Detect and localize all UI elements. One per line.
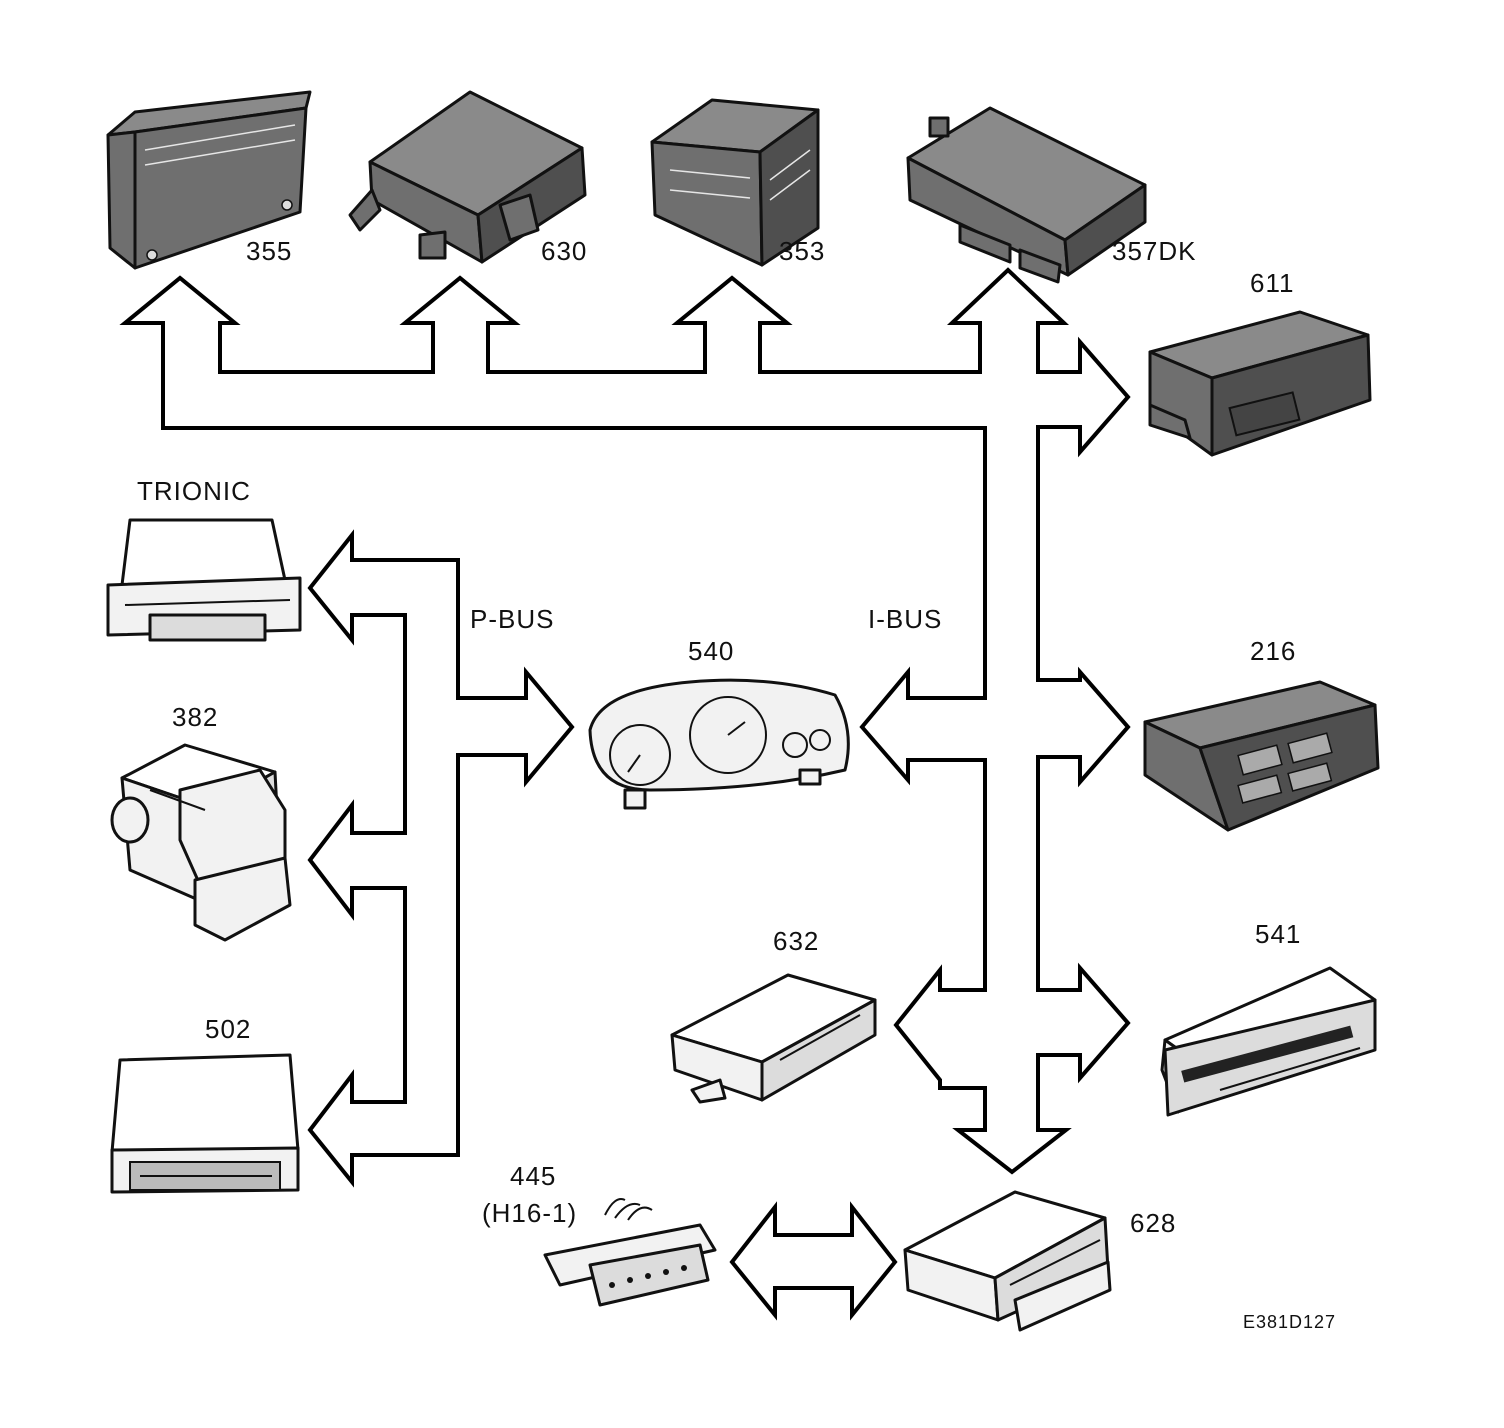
module-628-unit [903,1190,1112,1332]
label-382: 382 [172,702,218,732]
label-i-bus: I-BUS [868,604,942,634]
label-355: 355 [246,236,292,266]
p-bus-branch [307,529,575,1188]
module-355-unit [106,90,312,270]
module-trionic-unit [106,518,302,642]
module-630-unit [348,90,587,264]
diagnostic-link-arrow [729,1201,898,1321]
module-353-unit [650,98,820,267]
label-632: 632 [773,926,819,956]
figure-code: E381D127 [1243,1312,1336,1332]
module-540-instrument-cluster [588,678,850,810]
label-353: 353 [779,236,825,266]
module-541-unit [1160,966,1377,1117]
label-357dk: 357DK [1112,236,1197,266]
module-216-unit [1143,680,1380,832]
label-630: 630 [541,236,587,266]
label-540: 540 [688,636,734,666]
module-445-diagnostic-connector [543,1198,717,1307]
label-445-subtitle: (H16-1) [482,1198,577,1228]
label-p-bus: P-BUS [470,604,554,634]
module-357dk-unit [906,106,1147,284]
module-611-unit [1148,310,1372,457]
label-502: 502 [205,1014,251,1044]
label-216: 216 [1250,636,1296,666]
label-628: 628 [1130,1208,1176,1238]
module-382-unit [110,743,292,942]
i-bus-top-branch [119,267,1131,1175]
label-541: 541 [1255,919,1301,949]
module-632-unit [670,973,877,1104]
label-445: 445 [510,1161,556,1191]
module-502-unit [110,1053,300,1194]
label-611: 611 [1250,268,1294,298]
label-trionic: TRIONIC [137,476,251,506]
